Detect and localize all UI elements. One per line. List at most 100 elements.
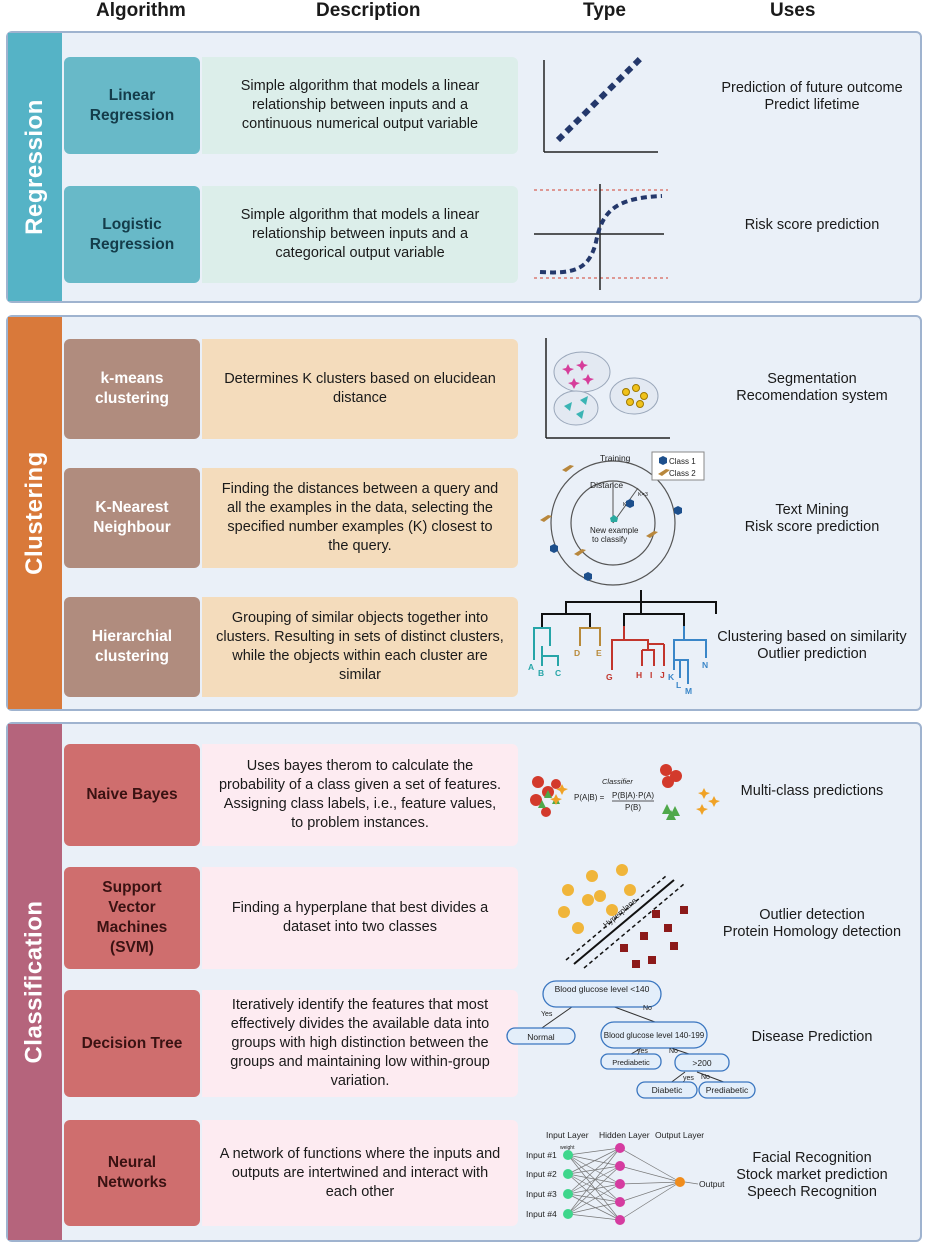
algorithm-logistic-regression: Logistic Regression [64,186,200,283]
leaf-d: D [574,648,580,658]
nn-edge [619,1147,681,1183]
nn-input-2: Input #2 [526,1169,557,1179]
nn-input-3: Input #3 [526,1189,557,1199]
dt-normal-label: Normal [527,1032,555,1042]
algorithm-decision-tree: Decision Tree [64,990,200,1097]
leaf-a: A [528,662,534,672]
nn-edge [567,1193,621,1221]
leaf-i: I [650,670,652,680]
dt-prediabetic-label: Prediabetic [612,1058,650,1067]
linear-regression-plot [543,54,658,153]
nn-edge [619,1181,681,1185]
nn-edge [567,1173,621,1203]
header-algorithm: Algorithm [96,0,186,21]
leaf-c: C [555,668,561,678]
description-naive-bayes: Uses bayes therom to calculate the proba… [202,744,518,846]
nn-edge [567,1147,621,1195]
nn-edge [567,1201,621,1215]
dendrogram: A B C D E G H I J K L M N [528,590,717,696]
nn-edge [567,1147,621,1156]
algorithm-knn: K-Nearest Neighbour [64,468,200,568]
knn-training-label: Training [600,453,631,463]
dt-gt200-label: >200 [692,1058,711,1068]
dt-no2-label: No [669,1048,678,1055]
dt-yes-label: Yes [541,1011,553,1018]
dt-yes2-label: yes [637,1048,648,1055]
knn-class2-label: Class 2 [669,469,696,478]
header-type: Type [583,0,626,21]
nn-edge [567,1147,621,1215]
neural-network-illustration: Input Layer Hidden Layer Output Layer we… [526,1130,725,1225]
svm-illustration: Hyperplane [558,864,688,969]
leaf-m: M [685,686,692,696]
nn-edge [567,1147,621,1175]
knn-new-example-label: New example [590,526,639,535]
nn-output-layer-label: Output Layer [655,1130,704,1140]
leaf-h: H [636,670,642,680]
dt-root-label: Blood glucose level <140 [555,984,650,994]
description-decision-tree: Iteratively identify the features that m… [202,990,518,1097]
dt-yes3-label: yes [683,1075,694,1082]
dt-mid-label: Blood glucose level 140-199 [604,1031,705,1040]
nn-edge [619,1181,681,1221]
knn-distance-label: Distance [590,480,623,490]
bayes-formula-lhs: P(A|B) = [574,793,605,802]
k-means-plot [545,338,670,439]
nn-edge [567,1183,621,1215]
section-label-clustering: Clustering [8,317,62,709]
uses-naive-bayes: Multi-class predictions [740,782,884,799]
nn-edge [567,1165,621,1195]
leaf-k: K [668,672,675,682]
classifier-label: Classifier [602,777,633,786]
nn-input-layer-label: Input Layer [546,1130,589,1140]
leaf-g: G [606,672,613,682]
description-neural-networks: A network of functions where the inputs … [202,1120,518,1226]
leaf-n: N [702,660,708,670]
uses-decision-tree: Disease Prediction [751,1028,873,1045]
description-logistic-regression: Simple algorithm that models a linear re… [202,186,518,283]
description-knn: Finding the distances between a query an… [202,468,518,568]
algorithm-linear-regression: Linear Regression [64,57,200,154]
description-k-means: Determines K clusters based on elucidean… [202,339,518,439]
decision-tree-illustration: Blood glucose level <140 Normal Blood gl… [506,980,756,1099]
nn-edge [567,1154,621,1221]
knn-diagram: Training Distance K=1 K=3 New example to… [540,451,705,586]
header-description: Description [316,0,421,21]
nn-edge [619,1165,681,1183]
nn-edge [567,1173,621,1185]
section-label-classification: Classification [8,724,62,1240]
dt-no-label: No [643,1005,652,1012]
knn-k3-label: K=3 [638,492,648,498]
nn-edge [567,1154,621,1185]
nn-edge [567,1183,621,1195]
header-uses: Uses [770,0,816,21]
dt-no3-label: No [701,1074,710,1081]
logistic-regression-plot [534,184,668,290]
dt-prediabetic2-label: Prediabetic [706,1085,749,1095]
knn-to-classify-label: to classify [592,535,627,544]
algorithm-hierarchial-clustering: Hierarchial clustering [64,597,200,697]
nn-hidden-layer-label: Hidden Layer [599,1130,650,1140]
bayes-formula-denominator: P(B) [625,803,641,812]
leaf-j: J [660,670,665,680]
bayes-formula-numerator: P(B|A)·P(A) [612,791,654,800]
nn-weight-label: weight [560,1145,575,1151]
nn-edge [567,1173,621,1221]
description-hierarchial-clustering: Grouping of similar objects together int… [202,597,518,697]
nn-input-4: Input #4 [526,1209,557,1219]
nn-edge [567,1213,621,1221]
leaf-l: L [676,680,681,690]
nn-edge [567,1154,621,1203]
algorithm-naive-bayes: Naive Bayes [64,744,200,846]
algorithm-neural-networks: Neural Networks [64,1120,200,1226]
nn-output-label: Output [699,1179,725,1189]
uses-logistic-regression: Risk score prediction [744,216,880,233]
leaf-b: B [538,668,544,678]
algorithm-svm: Support Vector Machines (SVM) [64,867,200,969]
